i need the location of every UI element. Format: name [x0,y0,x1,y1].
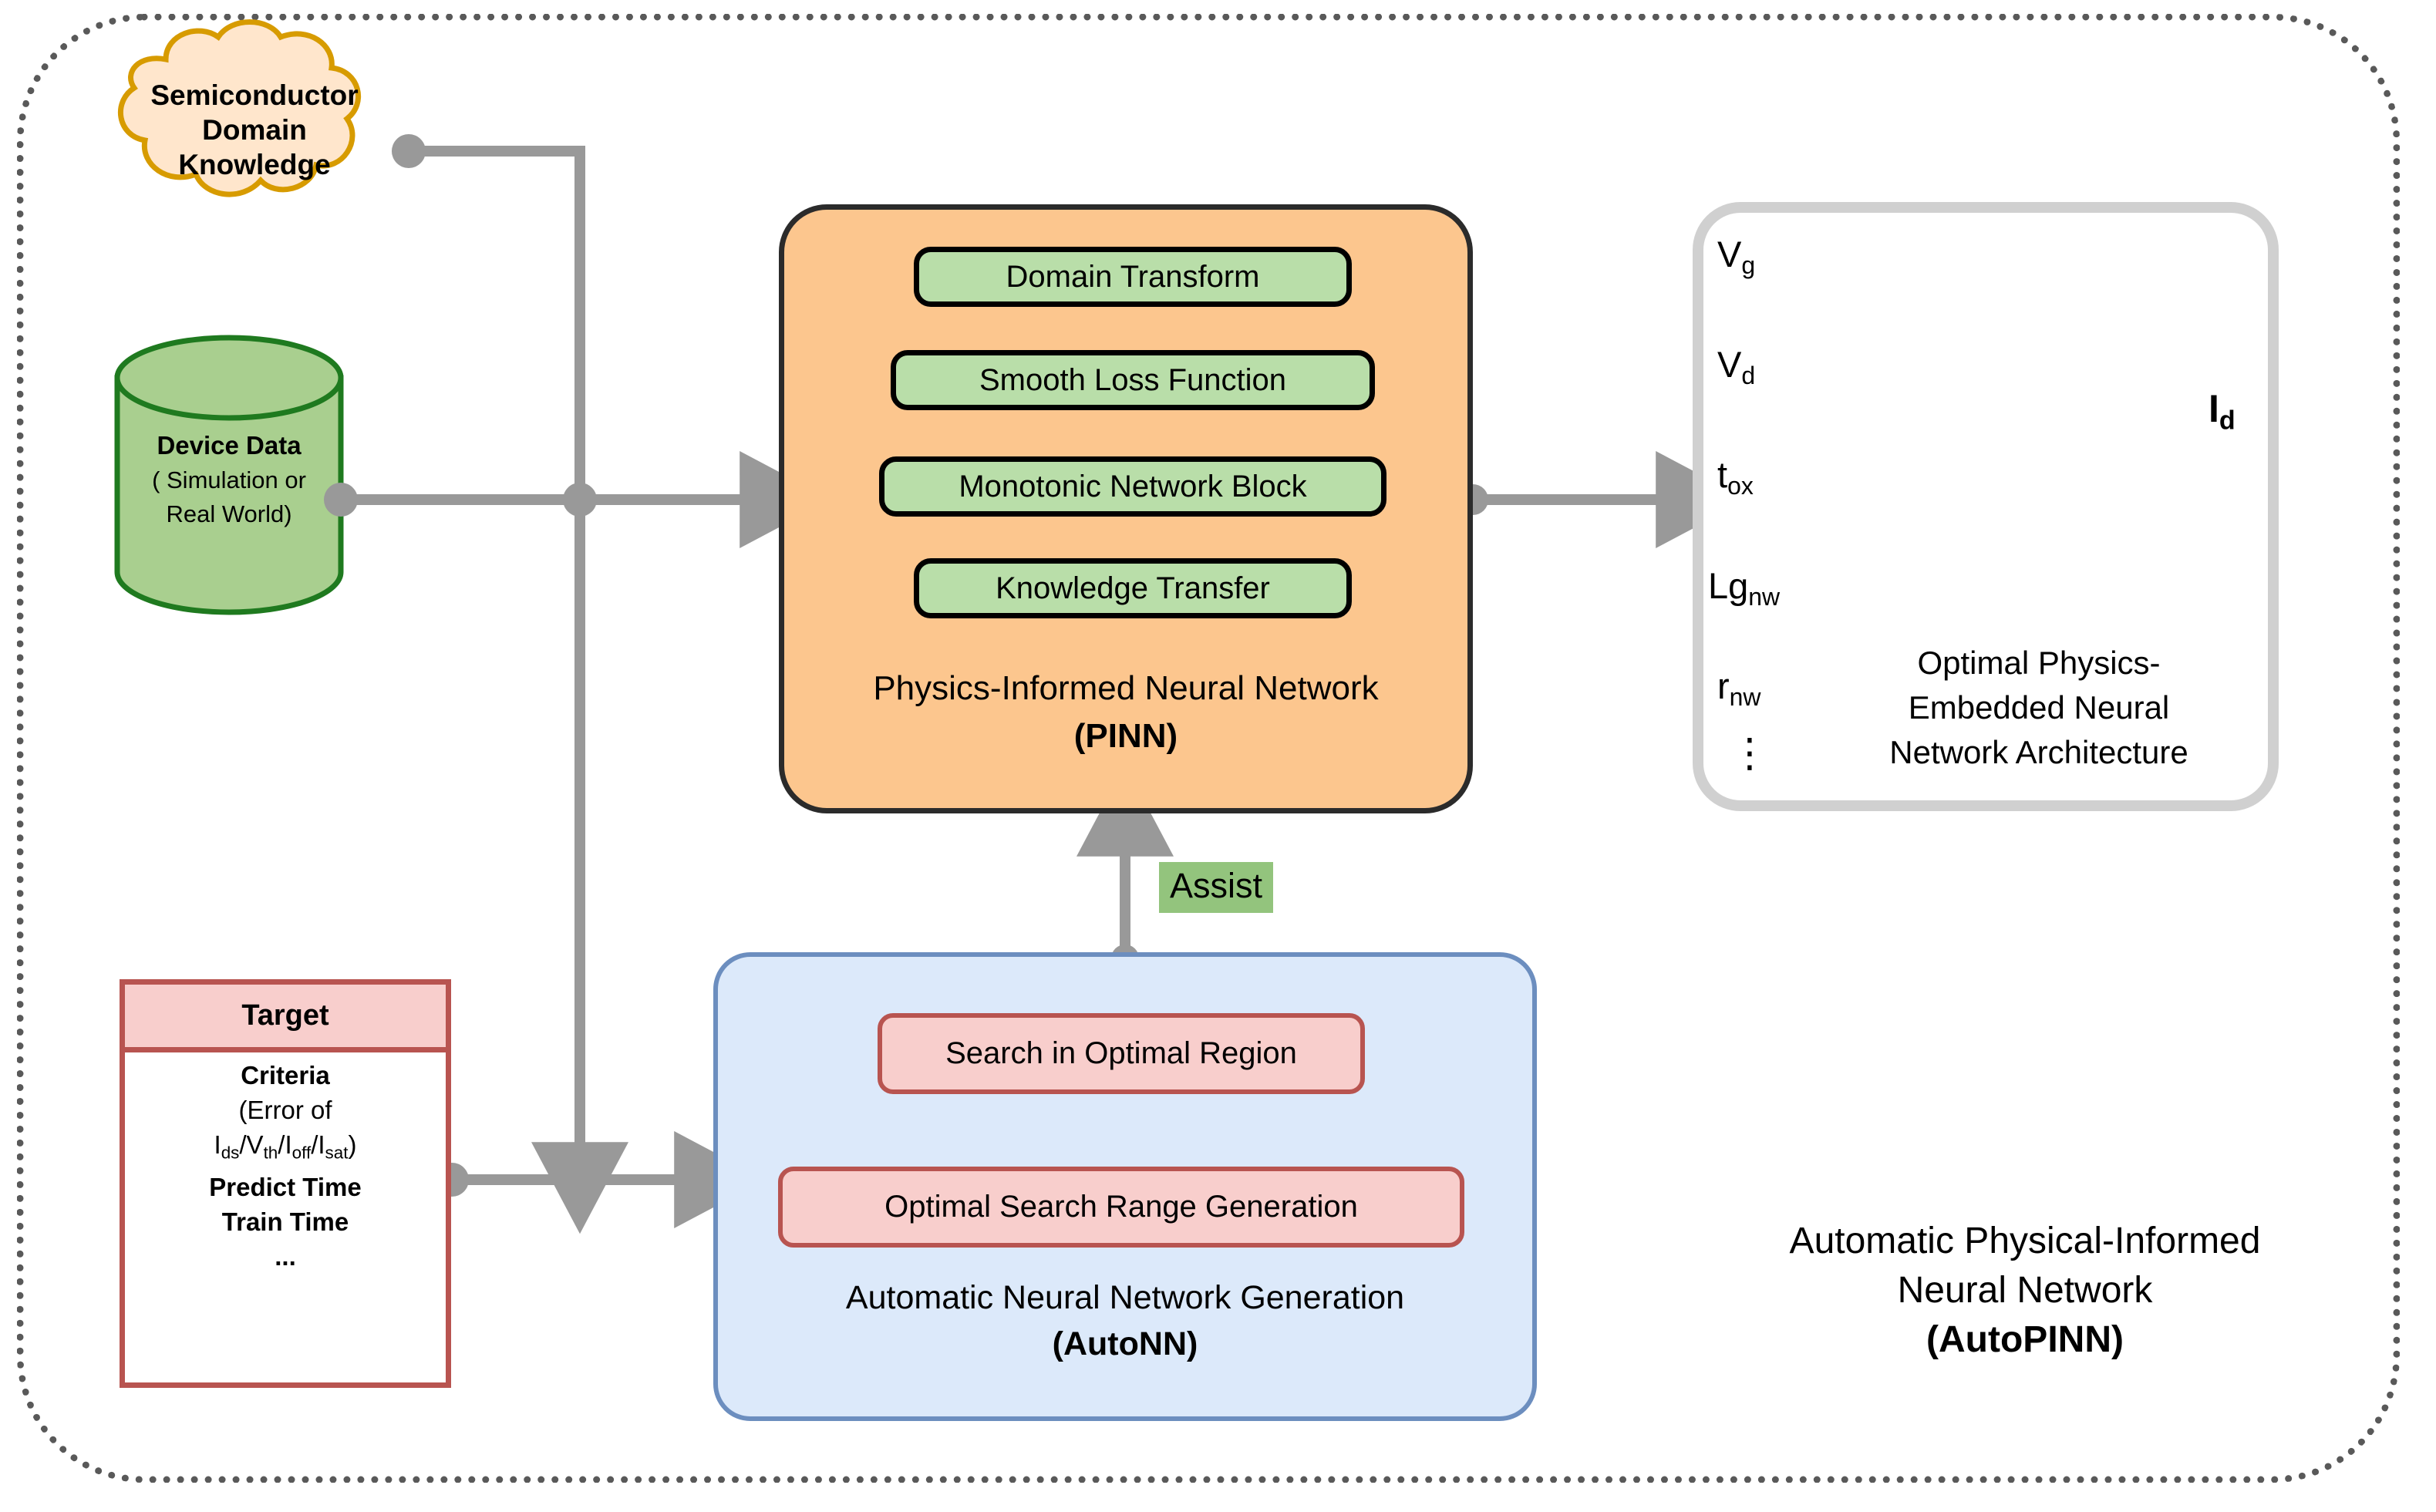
assist-badge: Assist [1159,862,1274,913]
cloud-line-3: Knowledge [178,148,331,180]
target-ellipsis: ... [275,1242,296,1271]
pinn-caption: Physics-Informed Neural Network (PINN) [784,665,1467,760]
autonn-node[interactable]: Search in Optimal Region Optimal Search … [713,952,1537,1421]
target-criteria: Criteria [241,1061,330,1089]
device-data-label: Device Data ( Simulation or Real World) [117,429,341,591]
arch-caption-3: Network Architecture [1889,734,2188,770]
autonn-chip-search-in-optimal-region[interactable]: Search in Optimal Region [878,1013,1365,1094]
device-data-title: Device Data [157,431,302,460]
autonn-acronym: (AutoNN) [1052,1325,1198,1362]
arch-caption-1: Optimal Physics- [1917,645,2161,681]
target-header: Target [125,985,446,1052]
pinn-caption-text: Physics-Informed Neural Network [873,669,1379,707]
cloud-label: Semiconductor Domain Knowledge [100,37,409,222]
pinn-chip-monotonic-network-block[interactable]: Monotonic Network Block [879,456,1386,517]
arch-output-id: Id [2209,387,2236,436]
cloud-line-2: Domain [202,113,307,146]
arch-input-vg: Vg [1717,234,1756,279]
arch-input-rnw: rnw [1717,665,1761,711]
device-data-node[interactable]: Device Data ( Simulation or Real World) [117,344,341,598]
autopinn-boundary [17,14,2400,1483]
arch-input-ellipsis-icon: ⋮ [1730,731,1770,776]
architecture-node[interactable]: Vg Vd tox Lgnw rnw ⋮ Id Optimal Physics-… [1693,202,2279,811]
arch-caption-2: Embedded Neural [1908,689,2170,726]
arch-input-tox: tox [1717,454,1754,500]
autopinn-acronym: (AutoPINN) [1926,1319,2124,1360]
pinn-node[interactable]: Domain Transform Smooth Loss Function Mo… [779,204,1473,813]
device-data-sub-2: Real World) [166,500,292,527]
target-node[interactable]: Target Criteria (Error of Ids/Vth/Ioff/I… [120,979,451,1388]
autopinn-caption-2: Neural Network [1897,1270,2153,1311]
autopinn-caption-1: Automatic Physical-Informed [1789,1221,2261,1261]
target-error-terms: Ids/Vth/Ioff/Isat) [214,1130,357,1163]
target-predict-time: Predict Time [209,1173,362,1202]
target-body: Criteria (Error of Ids/Vth/Ioff/Isat) Pr… [125,1058,446,1274]
architecture-caption: Optimal Physics- Embedded Neural Network… [1796,641,2282,775]
autonn-chip-optimal-search-range-generation[interactable]: Optimal Search Range Generation [778,1167,1464,1248]
autopinn-caption: Automatic Physical-Informed Neural Netwo… [1717,1217,2333,1365]
semiconductor-domain-knowledge-node[interactable]: Semiconductor Domain Knowledge [100,37,409,222]
arch-input-vd: Vd [1717,344,1756,389]
autonn-caption: Automatic Neural Network Generation (Aut… [718,1275,1532,1367]
pinn-acronym: (PINN) [1073,717,1178,755]
arch-input-lgnw: Lgnw [1708,565,1781,611]
pinn-chip-smooth-loss-function[interactable]: Smooth Loss Function [891,350,1375,410]
autonn-caption-text: Automatic Neural Network Generation [845,1279,1405,1316]
target-train-time: Train Time [221,1207,349,1237]
device-data-sub-1: ( Simulation or [152,466,306,493]
cloud-line-1: Semiconductor [150,79,359,111]
pinn-chip-knowledge-transfer[interactable]: Knowledge Transfer [914,558,1352,618]
target-error-prefix: (Error of [238,1096,332,1124]
pinn-chip-domain-transform[interactable]: Domain Transform [914,247,1352,307]
